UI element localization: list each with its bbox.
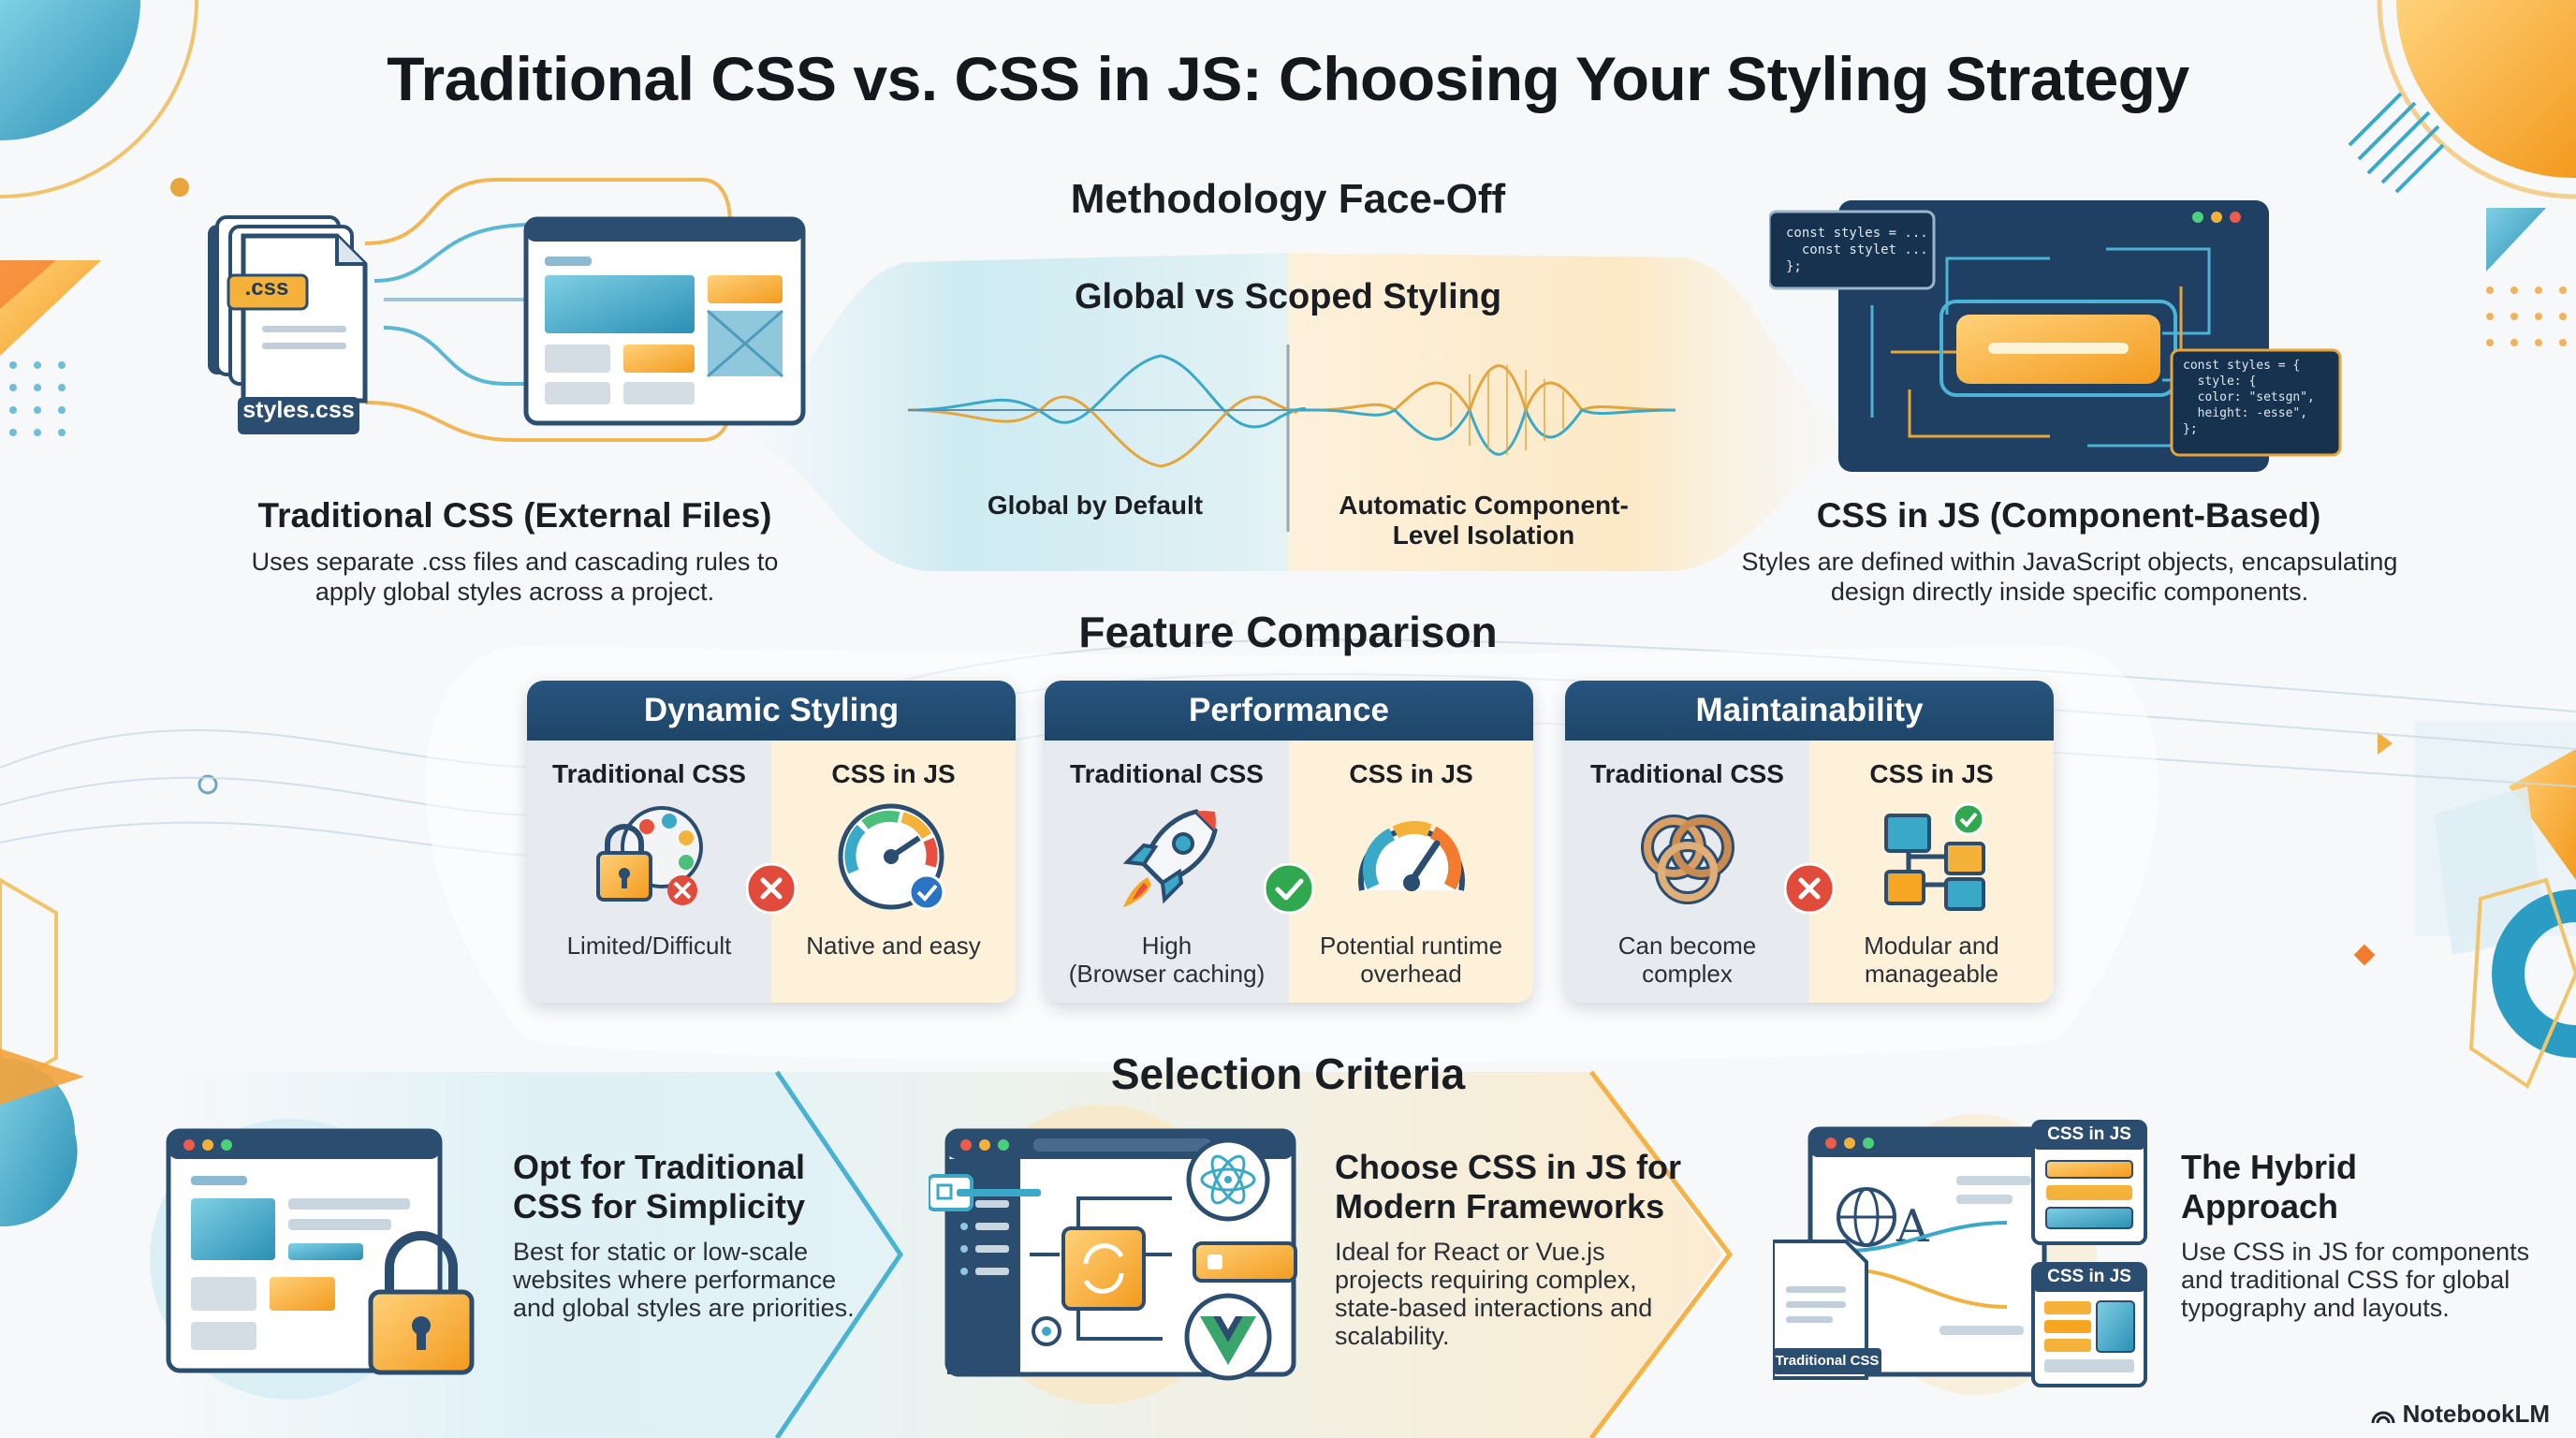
column-text: Modular and manageable [1864,932,1999,988]
code-snippet-bottom: const styles = { style: { color: "setsgn… [2183,359,2315,436]
gauge-icon [1357,820,1465,891]
traditional-css-illustration [208,178,806,442]
selection-item-text: Best for static or low-scale websites wh… [513,1238,855,1322]
notebooklm-icon [2371,1411,2395,1423]
column-text: Limited/Difficult [566,932,732,960]
traditional-css-heading: Traditional CSS (External Files) [257,496,772,535]
selection-item-title: Choose CSS in JS for Modern Frameworks [1335,1148,1682,1225]
css-in-js-illustration [1769,200,2342,472]
selection-item-title: Opt for Traditional CSS for Simplicity [513,1148,806,1225]
column-title: CSS in JS [831,759,956,788]
column-text: Potential runtime overhead [1319,932,1503,988]
speedometer-check-icon [838,803,944,911]
card-maintainability: Maintainability Traditional CSS Can beco… [1565,681,2054,1003]
traditional-css-description: Uses separate .css files and cascading r… [251,548,779,606]
card-title: Dynamic Styling [527,681,1016,741]
traditional-css-tag: Traditional CSS [1775,1353,1880,1369]
global-by-default-label: Global by Default [987,491,1204,520]
column-title: CSS in JS [1349,759,1473,788]
card-performance: Performance Traditional CSS High (Browse… [1045,681,1533,1003]
card-title: Maintainability [1565,681,2054,741]
static-website-lock-illustration [166,1128,475,1375]
faceoff-subheading: Global vs Scoped Styling [1074,277,1502,316]
card-dynamic-styling: Dynamic Styling Traditional CSS Limited/… [527,681,1016,1003]
notebooklm-logo: NotebookLM [2371,1400,2550,1429]
modern-frameworks-illustration [929,1128,1297,1381]
feature-comparison-heading: Feature Comparison [1078,608,1498,656]
cross-icon [746,863,797,914]
css-in-js-tag: CSS in JS [2047,1267,2131,1286]
cross-icon [1784,863,1835,914]
css-in-js-heading: CSS in JS (Component-Based) [1816,496,2321,535]
column-title: Traditional CSS [1590,759,1784,788]
css-file-tag: .css [244,275,289,301]
selection-criteria-heading: Selection Criteria [1110,1049,1466,1098]
selection-item-text: Use CSS in JS for components and traditi… [2181,1238,2530,1322]
column-title: Traditional CSS [552,759,746,788]
column-title: Traditional CSS [1070,759,1264,788]
page-title: Traditional CSS vs. CSS in JS: Choosing … [387,44,2189,113]
faceoff-heading: Methodology Face-Off [1070,176,1506,222]
selection-item-title: The Hybrid Approach [2181,1148,2358,1225]
waveform-diagram [908,354,1676,468]
tangled-knot-icon [1640,814,1734,904]
lock-palette-icon [595,806,703,905]
component-isolation-label: Automatic Component-Level Isolation [1339,491,1629,550]
check-icon [1264,863,1314,914]
css-in-js-description: Styles are defined within JavaScript obj… [1741,548,2398,606]
column-text: Can become complex [1617,932,1757,988]
styles-css-filename: styles.css [242,397,355,423]
hybrid-approach-illustration: A [1773,1120,2147,1387]
column-text: Native and easy [806,932,981,960]
code-snippet-top: const styles = ... const stylet ... }; [1786,226,1928,274]
css-in-js-tag: CSS in JS [2047,1124,2131,1144]
column-text: High (Browser caching) [1068,932,1266,988]
brand-name: NotebookLM [2402,1400,2550,1428]
column-title: CSS in JS [1869,759,1994,788]
card-title: Performance [1045,681,1533,741]
rocket-icon [1122,809,1218,907]
modular-blocks-icon [1883,802,1985,911]
selection-item-text: Ideal for React or Vue.js projects requi… [1335,1238,1653,1350]
